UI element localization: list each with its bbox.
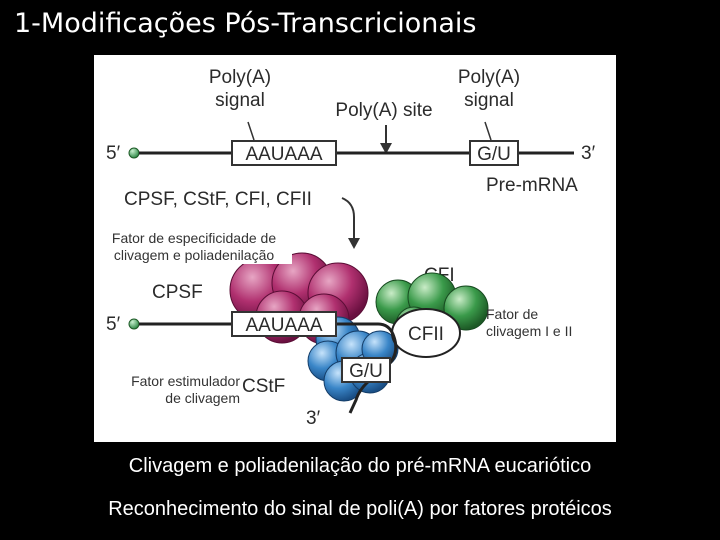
five-prime-cap-bottom: [129, 319, 139, 329]
aauaaa-label-bottom: AAUAAA: [245, 315, 322, 336]
five-prime-cap-top: [129, 148, 139, 158]
cstf-label: CStF: [242, 376, 285, 397]
cstf-annotation: Fator estimulador de clivagem: [112, 373, 240, 407]
slide-title: 1-Modificações Pós-Transcricionais: [14, 8, 476, 39]
poly-a-signal-left-line2: signal: [215, 90, 265, 111]
aauaaa-label-top: AAUAAA: [245, 144, 322, 165]
poly-a-site-arrow: [380, 125, 392, 154]
cpsf-annotation-line1: Fator de especificidade de: [96, 230, 292, 247]
five-prime-bottom: 5′: [106, 314, 121, 335]
gu-label-top: G/U: [477, 144, 511, 165]
cfii-label: CFII: [408, 324, 444, 345]
factors-label: CPSF, CStF, CFI, CFII: [124, 189, 312, 210]
pointer-line-left: [248, 122, 254, 140]
caption-line2: Reconhecimento do sinal de poli(A) por f…: [0, 498, 720, 521]
cpsf-annotation-line2: clivagem e poliadenilação: [96, 247, 292, 264]
poly-a-signal-left-line1: Poly(A): [209, 67, 271, 88]
cf-annotation: Fator de clivagem I e II: [486, 306, 596, 340]
five-prime-top: 5′: [106, 143, 121, 164]
cstf-annotation-line2: de clivagem: [112, 390, 240, 407]
cpsf-annotation: Fator de especificidade de clivagem e po…: [96, 230, 292, 264]
three-prime-bottom: 3′: [306, 408, 321, 429]
gu-label-bottom: G/U: [349, 361, 383, 382]
cf-annotation-line1: Fator de: [486, 306, 596, 323]
poly-a-signal-right-line2: signal: [464, 90, 514, 111]
three-prime-top: 3′: [581, 143, 596, 164]
process-arrow: [342, 198, 360, 249]
pointer-line-right: [485, 122, 491, 140]
pre-mrna-label: Pre-mRNA: [486, 175, 578, 196]
cpsf-label: CPSF: [152, 282, 203, 303]
cf-annotation-line2: clivagem I e II: [486, 323, 596, 340]
cstf-annotation-line1: Fator estimulador: [112, 373, 240, 390]
caption-line1: Clivagem e poliadenilação do pré-mRNA eu…: [0, 455, 720, 478]
poly-a-signal-right-line1: Poly(A): [458, 67, 520, 88]
poly-a-site-label: Poly(A) site: [335, 100, 432, 121]
